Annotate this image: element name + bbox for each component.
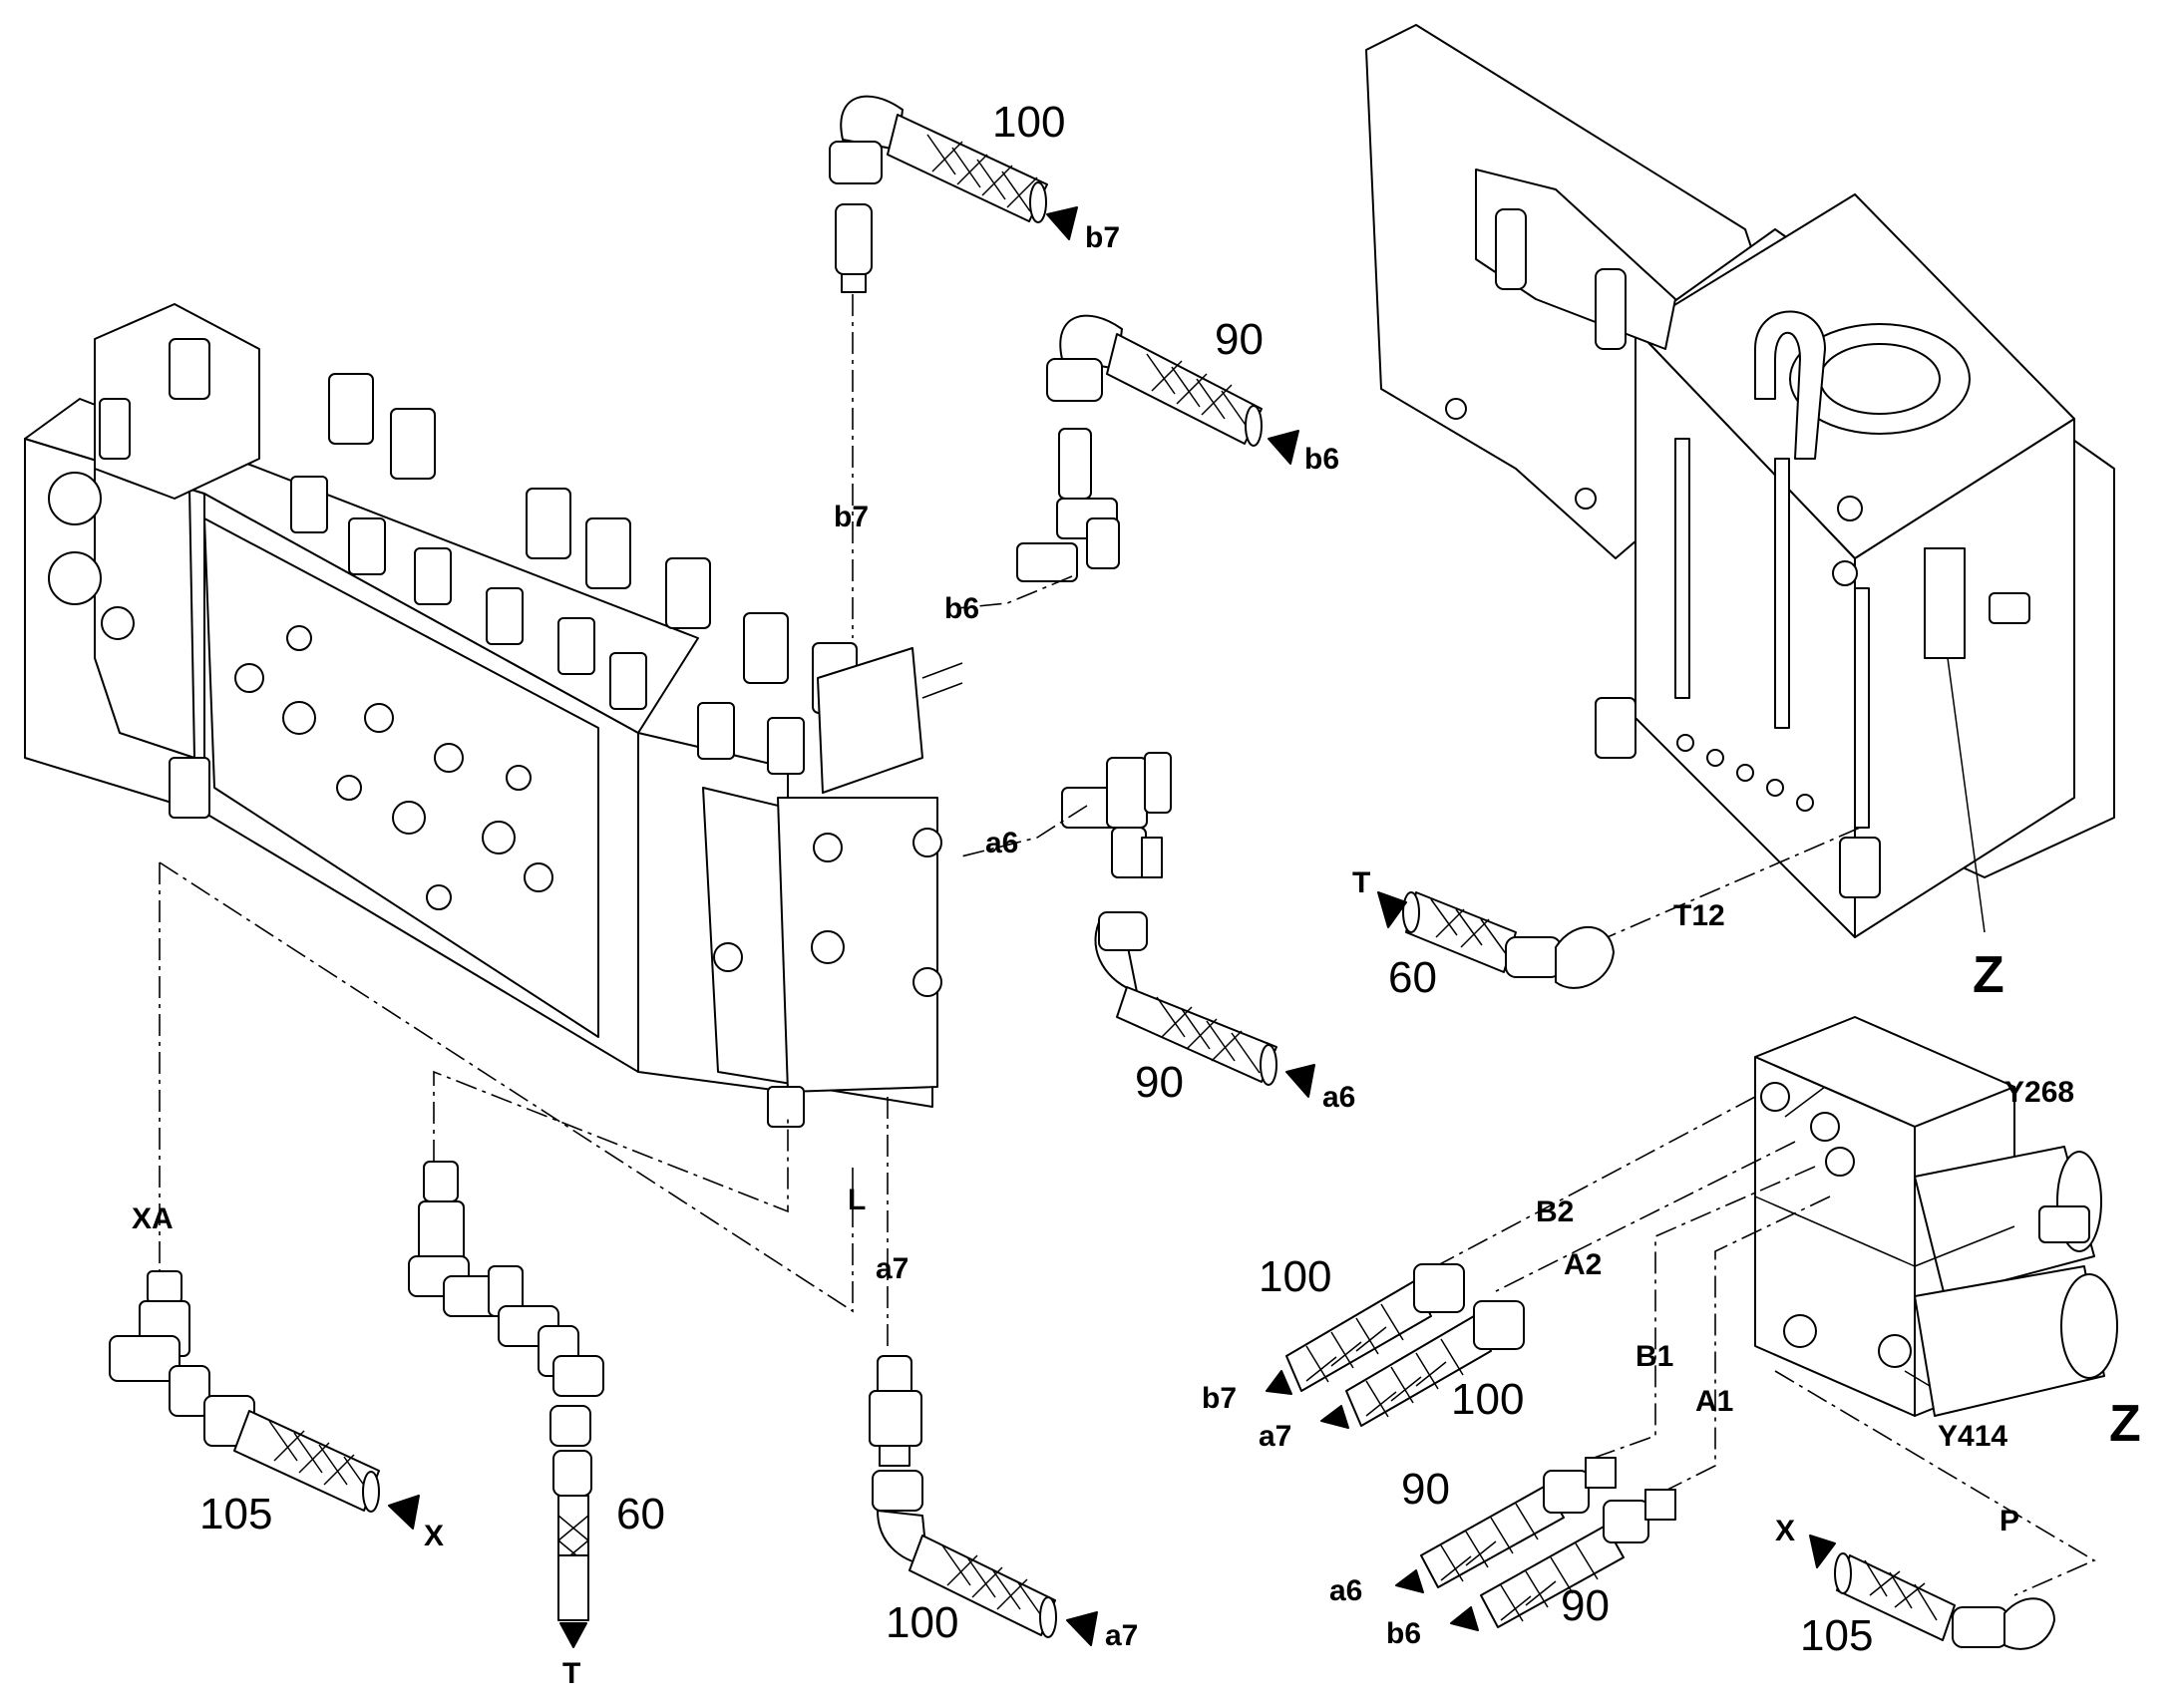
port-label-a7-line: a7 [876,1252,908,1285]
arrow-b6-z [1450,1606,1479,1631]
port-label-a6-line: a6 [985,827,1018,859]
port-label-x-left: X [424,1520,444,1552]
arrow-b7-top [1046,206,1078,240]
hose-100-a7 [869,1355,1057,1638]
detail-marker-z: Z [1973,946,2004,1004]
arrow-b6-top [1268,430,1299,465]
port-label-b7-z: b7 [1202,1382,1237,1415]
port-label-a7-z: a7 [1259,1420,1291,1453]
part-number-hose-b7-z: 100 [1259,1252,1331,1301]
port-label-b6-line: b6 [944,592,979,625]
port-label-a2: A2 [1564,1248,1602,1281]
detail-title-z: Z [2109,1395,2141,1453]
port-label-b6-arrow: b6 [1304,443,1339,476]
part-number-hose-b6-z: 90 [1561,1581,1610,1630]
hose-100-a7-z [1345,1300,1525,1427]
port-label-l: L [848,1184,866,1216]
port-label-b6-z: b6 [1386,1617,1421,1650]
part-number-hose-a7-bottom: 100 [886,1598,958,1647]
connection-lines-left [159,294,1088,1351]
port-label-b7-arrow: b7 [1085,221,1120,254]
port-label-b7-line: b7 [834,501,869,533]
arrow-x-z [1809,1535,1836,1568]
detail-z-valve-block [1754,1016,2118,1417]
port-label-a6-z: a6 [1329,1574,1362,1607]
port-label-p: P [1999,1505,2019,1537]
tank-frame-assembly [1365,24,2115,938]
hose-90-b6-z [1480,1489,1676,1628]
port-label-t12: T12 [1673,899,1725,932]
port-label-a1: A1 [1695,1385,1733,1418]
hose-105-x-z [1834,1552,2055,1650]
port-label-a6-arrow: a6 [1322,1081,1355,1114]
hose-60-t-left [408,1161,604,1621]
part-number-hose-x-left: 105 [199,1490,272,1538]
arrow-a7-bottom [1066,1611,1098,1646]
part-number-hose-b7-top: 100 [992,98,1065,147]
arrow-a7-z [1320,1405,1349,1429]
hose-90-a6 [1061,752,1277,1086]
part-number-hose-b6-top: 90 [1215,315,1264,364]
hose-90-b6 [1016,314,1263,582]
part-number-hose-a6-mid: 90 [1135,1058,1184,1107]
part-number-hose-a7-z: 100 [1451,1375,1524,1424]
part-number-hose-t-right: 60 [1388,953,1437,1002]
arrow-a6-z [1395,1569,1424,1593]
port-label-xa: XA [132,1202,174,1235]
arrow-a6-mid [1285,1064,1315,1098]
arrow-t-right [1377,891,1407,928]
part-number-hose-t-left: 60 [616,1490,665,1538]
port-label-t-left: T [562,1657,580,1690]
hose-100-b7-z [1285,1263,1465,1392]
control-valve-block [24,303,963,1128]
component-label-y268: Y268 [2004,1076,2074,1109]
port-label-x-z: X [1775,1515,1795,1547]
part-number-hose-x-z: 105 [1800,1611,1873,1660]
port-label-t-right: T [1352,866,1370,899]
pointer-lines-right [1595,657,1986,943]
arrow-b7-z [1266,1370,1292,1395]
port-label-b1: B1 [1635,1340,1673,1373]
port-label-a7-arrow: a7 [1105,1619,1138,1652]
port-label-b2: B2 [1536,1196,1574,1228]
part-number-hose-a6-z: 90 [1401,1465,1450,1514]
arrow-t-left [559,1622,587,1648]
hose-100-b7 [829,95,1048,293]
hose-90-a6-z [1420,1457,1617,1588]
component-label-y414: Y414 [1938,1420,2007,1453]
arrow-x-left [388,1495,420,1530]
hose-105-x-left [109,1270,380,1513]
detail-z-connection-lines [1435,1086,2096,1596]
